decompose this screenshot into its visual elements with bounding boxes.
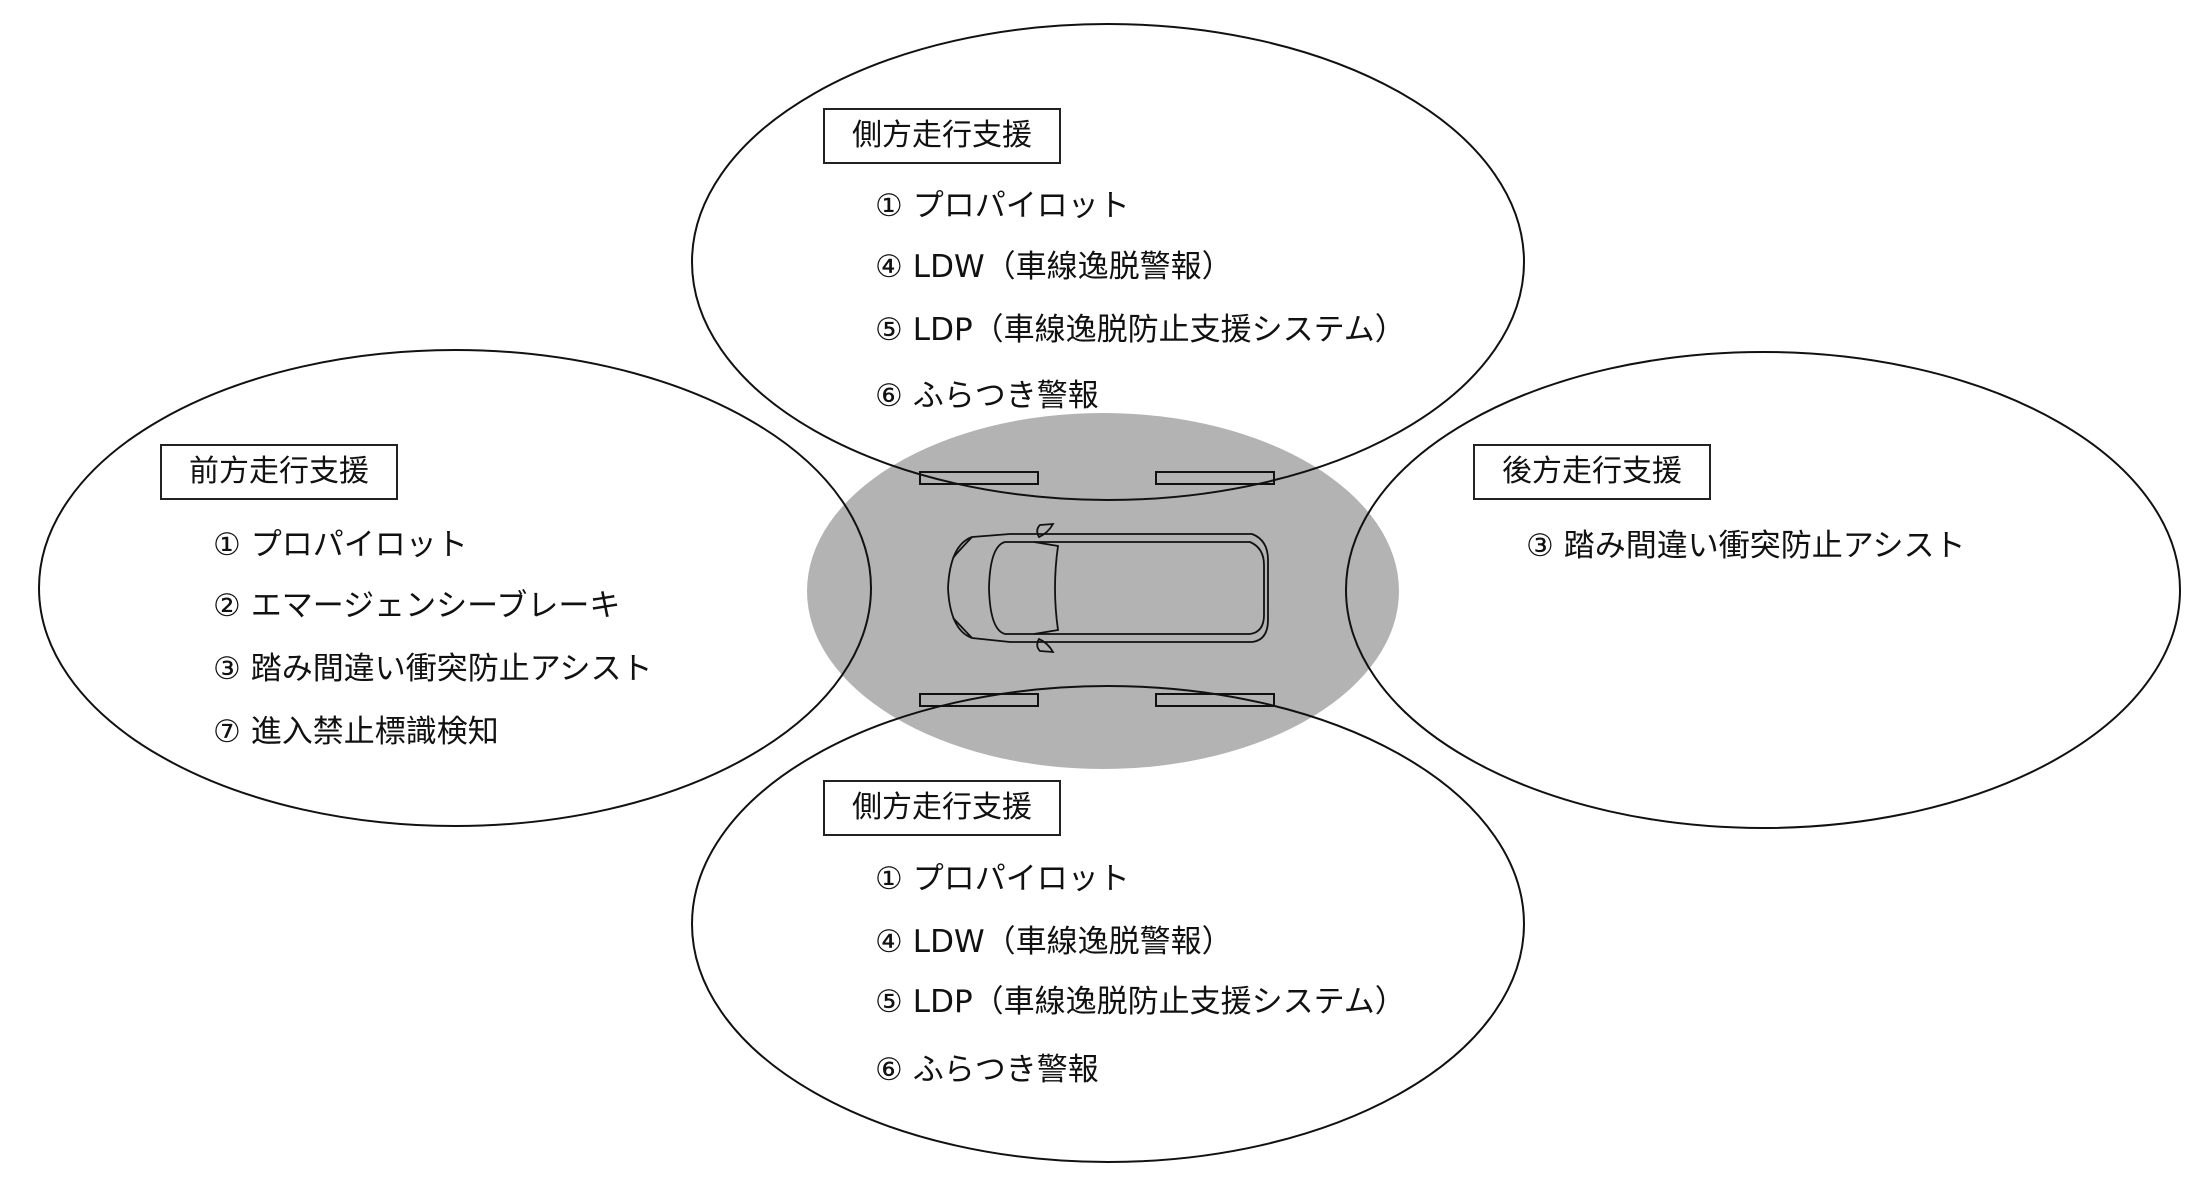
item-number: ④ — [875, 249, 903, 285]
item-label: プロパイロット — [912, 861, 1130, 897]
item-label: 進入禁止標識検知 — [250, 714, 499, 750]
item-number: ② — [213, 588, 241, 624]
zone-title-rear: 後方走行支援 — [1473, 444, 1711, 500]
vehicle-coverage-zone — [807, 413, 1399, 769]
lane-marking-front-right — [919, 693, 1039, 707]
item-number: ① — [213, 527, 241, 563]
lane-marking-front-left — [919, 471, 1039, 485]
item-label: ふらつき警報 — [912, 1052, 1099, 1088]
item-number: ⑦ — [213, 714, 241, 750]
item-number: ⑥ — [875, 1052, 903, 1088]
item-label: LDW（車線逸脱警報） — [912, 249, 1233, 285]
item-label: LDW（車線逸脱警報） — [912, 924, 1233, 960]
item-label: ふらつき警報 — [912, 378, 1099, 414]
zone-title-front: 前方走行支援 — [160, 444, 398, 500]
item-label: LDP（車線逸脱防止支援システム） — [912, 984, 1406, 1020]
item-number: ⑤ — [875, 312, 903, 348]
item-label: 踏み間違い衝突防止アシスト — [1563, 528, 1966, 564]
zone-rear-outline — [1345, 351, 2181, 829]
item-number: ③ — [1526, 528, 1554, 564]
item-number: ⑥ — [875, 378, 903, 414]
item-label: LDP（車線逸脱防止支援システム） — [912, 312, 1406, 348]
item-label: 踏み間違い衝突防止アシスト — [250, 651, 653, 687]
item-number: ④ — [875, 924, 903, 960]
item-number: ① — [875, 188, 903, 224]
item-number: ⑤ — [875, 984, 903, 1020]
zone-side-top-outline — [691, 23, 1525, 501]
item-number: ③ — [213, 651, 241, 687]
item-number: ① — [875, 861, 903, 897]
zone-title-side-bottom: 側方走行支援 — [823, 780, 1061, 836]
lane-marking-rear-left — [1155, 471, 1275, 485]
item-label: エマージェンシーブレーキ — [250, 588, 621, 624]
item-label: プロパイロット — [912, 188, 1130, 224]
zone-title-side-top: 側方走行支援 — [823, 108, 1061, 164]
car-top-view-icon — [947, 522, 1269, 654]
zone-side-bottom-outline — [691, 685, 1525, 1163]
item-label: プロパイロット — [250, 527, 468, 563]
zone-front-outline — [38, 349, 872, 827]
